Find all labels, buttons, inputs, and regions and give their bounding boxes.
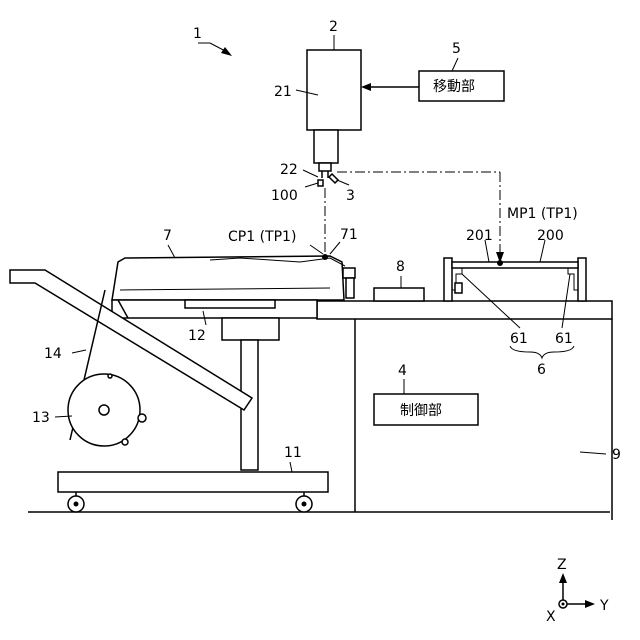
- label-mover-num: 5: [452, 41, 461, 57]
- label-item200: 200: [537, 228, 564, 244]
- label-mover-box: 移動部: [433, 79, 475, 95]
- fixture: [444, 258, 586, 301]
- label-tool: 3: [346, 188, 355, 204]
- label-item7: 7: [163, 228, 172, 244]
- tool-part: [329, 174, 338, 183]
- label-target: 100: [271, 188, 298, 204]
- axis-indicator: Z X Y: [546, 557, 609, 625]
- cp1-point: [322, 254, 328, 260]
- label-item9: 9: [612, 447, 621, 463]
- label-item6: 6: [537, 362, 546, 378]
- label-control-box: 制御部: [400, 403, 442, 419]
- label-cp1: CP1 (TP1): [228, 229, 296, 245]
- brace-6: [510, 346, 574, 358]
- label-item61a: 61: [510, 331, 528, 347]
- axis-x-label: X: [546, 609, 556, 625]
- label-item11: 11: [284, 445, 302, 461]
- head-unit: [307, 50, 361, 186]
- label-item12: 12: [188, 328, 206, 344]
- label-nozzle: 22: [280, 162, 298, 178]
- cart-base-11: [58, 472, 328, 492]
- axis-y-label: Y: [599, 598, 609, 614]
- label-system: 1: [193, 26, 202, 42]
- label-item201: 201: [466, 228, 493, 244]
- label-control-num: 4: [398, 363, 407, 379]
- label-head-body: 21: [274, 84, 292, 100]
- mover-arrowhead: [361, 83, 371, 91]
- plate-200: [452, 262, 578, 268]
- axis-z-label: Z: [557, 557, 567, 573]
- label-item13: 13: [32, 410, 50, 426]
- label-head-unit: 2: [329, 19, 338, 35]
- label-item14: 14: [44, 346, 62, 362]
- table-top: [317, 301, 612, 319]
- label-item71: 71: [340, 227, 358, 243]
- label-mp1: MP1 (TP1): [507, 206, 578, 222]
- block-8: [374, 288, 424, 301]
- target-part: [318, 180, 323, 186]
- head-body: [307, 50, 361, 130]
- label-item61b: 61: [555, 331, 573, 347]
- head-neck: [314, 130, 338, 163]
- work-item-7: [112, 256, 344, 300]
- holder-71: [343, 268, 355, 278]
- block-12: [222, 318, 279, 340]
- label-item8: 8: [396, 259, 405, 275]
- mp1-point: [497, 260, 503, 266]
- nozzle-holder: [319, 163, 331, 171]
